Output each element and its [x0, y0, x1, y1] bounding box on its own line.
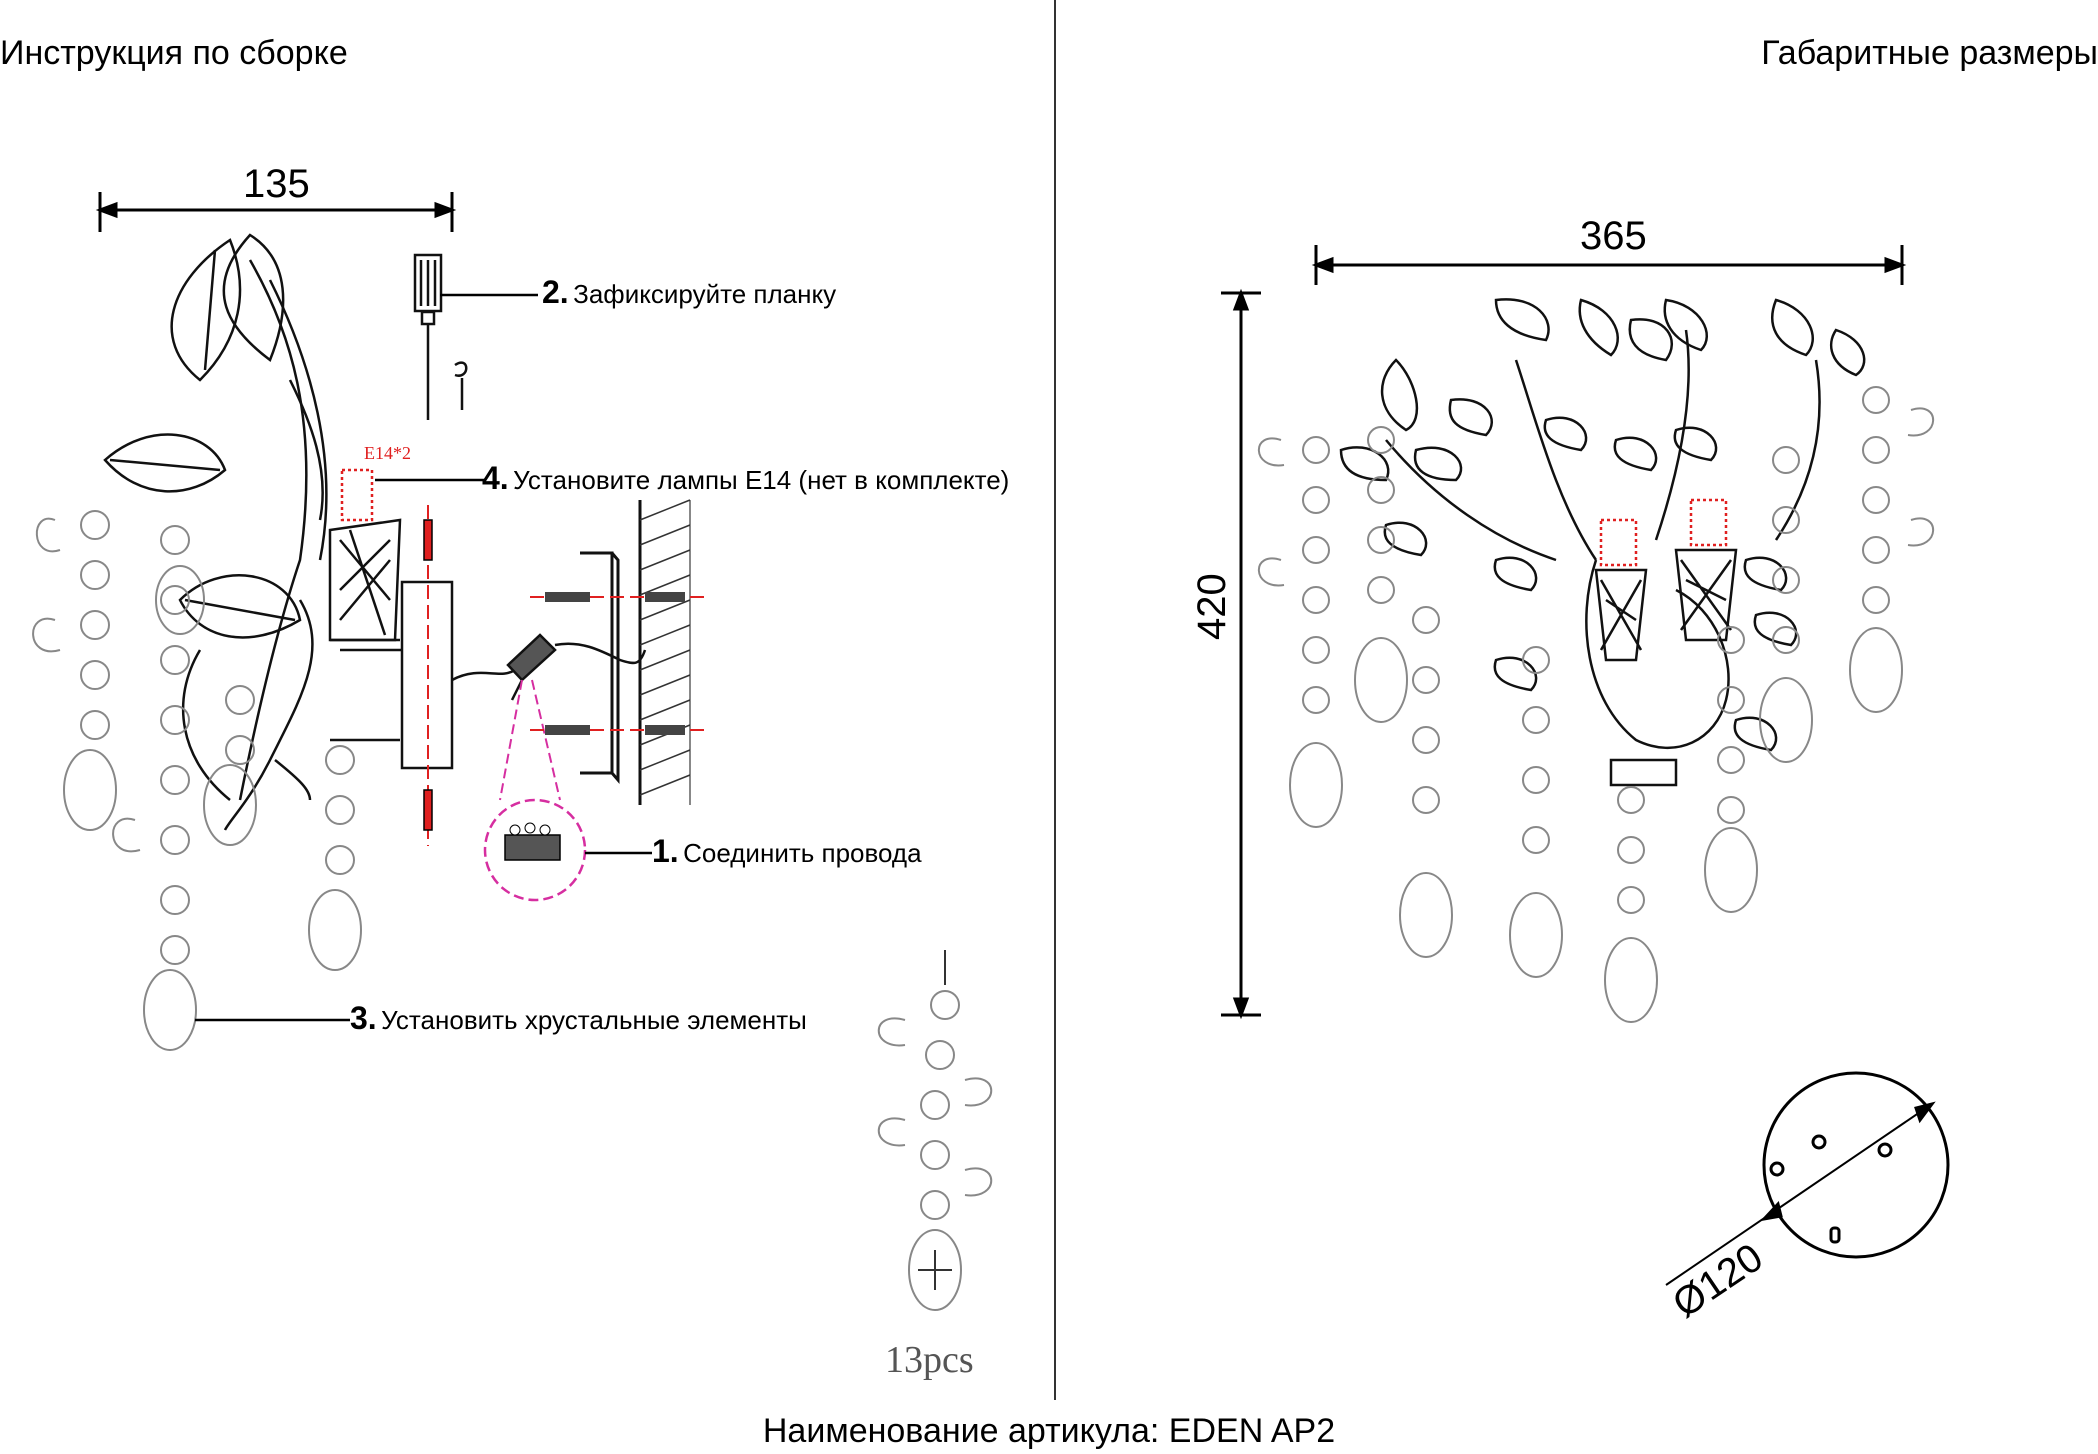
step-text: Установить хрустальные элементы — [381, 1005, 807, 1035]
screwdriver — [413, 253, 468, 420]
pieces-count-label: 13pcs — [885, 1339, 974, 1381]
step-text: Соединить провода — [683, 838, 922, 868]
front-crystal-strands — [1257, 386, 1935, 1023]
article-name: Наименование артикула: EDEN AP2 — [762, 1412, 1336, 1450]
fixture-leaves — [103, 233, 328, 831]
width-dimension-label: 135 — [243, 162, 310, 206]
step-number: 4. — [482, 460, 509, 496]
step-fix-plate: 2. Зафиксируйте планку — [542, 274, 836, 311]
base-plate — [1665, 1071, 1950, 1286]
crystal-strands — [32, 510, 362, 1051]
step-install-lamps: 4. Установите лампы E14 (нет в комплекте… — [482, 460, 1009, 497]
dimensions-title: Габаритные размеры — [1761, 34, 2098, 72]
overall-height-label: 420 — [1190, 573, 1234, 640]
assembly-drawing — [32, 192, 993, 1311]
wire-connector — [506, 633, 647, 701]
front-leaves — [1339, 298, 1866, 752]
spare-crystal-strand — [877, 950, 993, 1311]
step-text: Зафиксируйте планку — [573, 279, 837, 309]
screws — [423, 519, 433, 831]
width-dimension-line — [95, 192, 457, 232]
overall-width-dimension — [1311, 245, 1907, 285]
page-divider — [1054, 0, 1056, 1400]
wall-hatching — [639, 499, 691, 796]
step-number: 1. — [652, 833, 679, 869]
step-connect-wires: 1. Соединить провода — [652, 833, 922, 870]
step-number: 3. — [350, 1000, 377, 1036]
step-number: 2. — [542, 274, 569, 310]
lamp-type-label: E14*2 — [364, 443, 411, 463]
lamp-cups — [1594, 498, 1738, 787]
leader-lines — [195, 293, 652, 1022]
step-text: Установите лампы E14 (нет в комплекте) — [513, 465, 1010, 495]
step-install-crystals: 3. Установить хрустальные элементы — [350, 1000, 807, 1037]
dimensions-drawing — [1221, 245, 1950, 1286]
connector-detail — [483, 679, 587, 902]
lamp-holder — [328, 468, 405, 742]
overall-height-dimension — [1221, 288, 1261, 1020]
assembly-title: Инструкция по сборке — [0, 34, 348, 72]
mounting-plate — [400, 505, 516, 846]
wall-bracket — [580, 500, 691, 805]
overall-width-label: 365 — [1580, 214, 1647, 258]
wall-anchors — [530, 592, 705, 735]
